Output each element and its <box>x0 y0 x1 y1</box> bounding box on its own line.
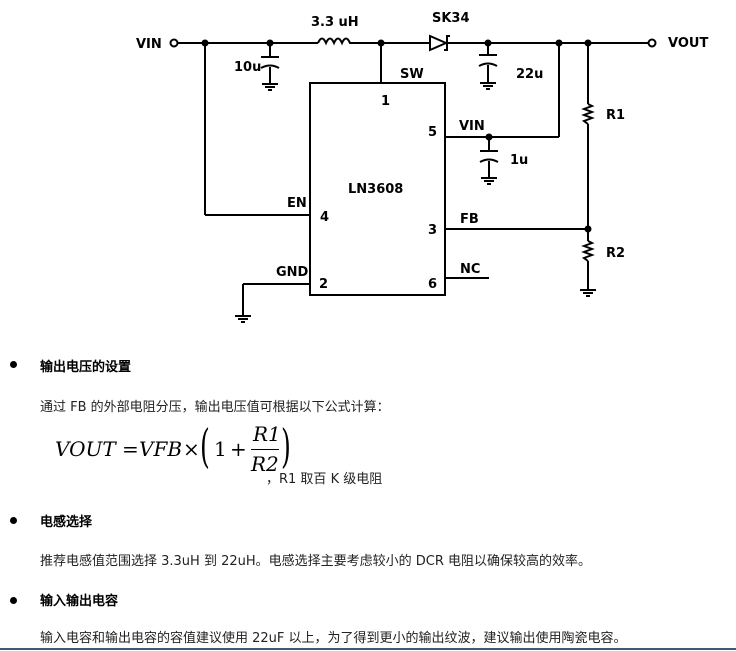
ground-icon <box>481 177 497 185</box>
capacitor-22u-symbol <box>478 54 498 67</box>
capacitor-1u-symbol <box>479 150 499 163</box>
formula-note: ，R1 取百 K 级电阻 <box>266 472 383 487</box>
section-text-inductor: 推荐电感值范围选择 3.3uH 到 22uH。电感选择主要考虑较小的 DCR 电… <box>40 554 592 569</box>
label-diode: SK34 <box>432 11 470 26</box>
footer-divider <box>0 648 736 650</box>
label-cap-10u: 10u <box>234 60 261 75</box>
junction-dot <box>484 39 492 47</box>
label-pin-1: 1 <box>381 94 390 109</box>
junction-dot <box>377 39 385 47</box>
ground-icon <box>580 289 596 297</box>
formula-denominator: R2 <box>251 452 279 476</box>
label-vin-input: VIN <box>136 37 162 52</box>
label-r2: R2 <box>606 246 625 261</box>
junction-dot <box>584 39 592 47</box>
label-r1: R1 <box>606 108 625 123</box>
circuit-schematic: VIN 3.3 uH SK34 VOUT 10u 22u 1u R1 R2 LN… <box>136 11 708 323</box>
section-text-output-voltage: 通过 FB 的外部电阻分压，输出电压值可根据以下公式计算： <box>40 400 390 415</box>
label-ic-name: LN3608 <box>348 182 403 197</box>
formula-equals: = <box>122 437 139 461</box>
junction-dot <box>266 39 274 47</box>
resistor-r2-symbol <box>581 240 595 262</box>
label-cap-1u: 1u <box>510 153 528 168</box>
label-pin-5: 5 <box>428 125 437 140</box>
label-pin-4: 4 <box>320 210 329 225</box>
bullet-icon <box>10 517 17 524</box>
diode-symbol <box>429 34 455 52</box>
formula-fraction-bar <box>251 449 279 450</box>
formula-one: 1 <box>214 437 227 461</box>
vin-terminal <box>169 38 179 48</box>
formula-vfb: VFB <box>139 437 183 461</box>
formula-plus: + <box>230 437 247 461</box>
junction-dot <box>201 39 209 47</box>
vout-terminal <box>647 38 657 48</box>
label-pin-nc: NC <box>460 262 480 277</box>
ic-body <box>309 82 446 296</box>
formula-numerator: R1 <box>253 422 281 446</box>
ground-icon <box>480 82 496 90</box>
label-pin-2: 2 <box>319 277 328 292</box>
label-pin-fb: FB <box>460 212 479 227</box>
formula-left-paren: ( <box>200 419 210 473</box>
formula-right-paren: ) <box>281 419 291 473</box>
inductor-symbol <box>317 37 352 46</box>
formula-times: × <box>183 437 200 461</box>
label-cap-22u: 22u <box>516 67 543 82</box>
junction-dot <box>555 39 563 47</box>
label-pin-gnd: GND <box>276 265 309 280</box>
ground-icon <box>235 315 251 323</box>
junction-dot <box>584 225 592 233</box>
label-pin-vin: VIN <box>459 119 485 134</box>
junction-dot <box>485 133 493 141</box>
section-heading-capacitors: 输入输出电容 <box>40 594 119 609</box>
label-pin-en: EN <box>287 196 307 211</box>
label-pin-6: 6 <box>428 277 437 292</box>
section-heading-inductor: 电感选择 <box>40 515 93 530</box>
bullet-icon <box>10 597 17 604</box>
label-pin-3: 3 <box>428 223 437 238</box>
label-vout: VOUT <box>668 36 708 51</box>
section-heading-output-voltage: 输出电压的设置 <box>40 360 132 375</box>
section-text-capacitors: 输入电容和输出电容的容值建议使用 22uF 以上，为了得到更小的输出纹波，建议输… <box>40 631 627 646</box>
capacitor-10u-symbol <box>260 56 280 69</box>
bullet-icon <box>10 361 17 368</box>
label-inductor: 3.3 uH <box>311 15 359 30</box>
resistor-r1-symbol <box>581 103 595 125</box>
ground-icon <box>262 83 278 91</box>
label-pin-sw: SW <box>400 67 424 82</box>
junction-dots <box>201 39 592 233</box>
formula-vout: VOUT <box>55 437 116 461</box>
